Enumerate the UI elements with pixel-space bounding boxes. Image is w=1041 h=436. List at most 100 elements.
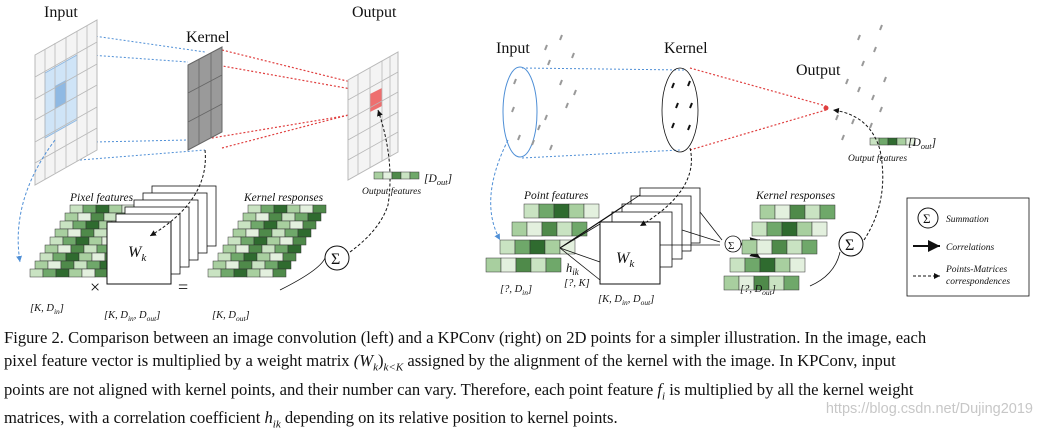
point-features-label: Point features — [523, 190, 589, 202]
right-output-points — [835, 24, 887, 141]
caption-line-2: pixel feature vector is multiplied by a … — [4, 350, 896, 373]
right-kernel-responses-label: Kernel responses — [755, 190, 836, 202]
point-marker — [845, 78, 849, 85]
output-feature-cell — [896, 137, 907, 146]
point-feature-cell — [526, 221, 543, 237]
legend: Σ Summation Correlations Points-Matrices… — [906, 197, 1030, 297]
point-feature-cell — [583, 203, 600, 219]
point-marker — [883, 76, 887, 83]
point-marker — [671, 82, 675, 89]
pixel-feature-cell — [88, 236, 103, 246]
point-marker — [537, 124, 541, 131]
pixel-feature-cell — [49, 236, 64, 246]
output-grid — [347, 51, 399, 181]
response-cell — [217, 252, 232, 262]
point-feature-cell — [571, 221, 588, 237]
response-cell — [781, 221, 798, 237]
output-feature-cell — [887, 137, 898, 146]
pixel-feature-cell — [47, 260, 62, 270]
response-cell — [245, 228, 260, 238]
response-cell — [246, 268, 261, 278]
right-kernel-responses — [723, 204, 836, 291]
caption-line-1: Figure 2. Comparison between an image co… — [4, 328, 927, 347]
response-cell — [294, 212, 309, 222]
point-marker — [511, 106, 515, 113]
input-grid — [34, 19, 98, 186]
pixel-feature-cell — [73, 260, 88, 270]
pixel-feature-cell — [68, 268, 83, 278]
right-sigma-icon: Σ — [845, 237, 854, 254]
left-sigma-icon: Σ — [331, 251, 340, 268]
left-kernel-label: Kernel — [186, 29, 230, 46]
response-cell — [273, 204, 288, 214]
response-cell — [261, 244, 276, 254]
output-feature-cell — [878, 137, 889, 146]
response-cell — [729, 257, 746, 273]
times-sign: × — [90, 277, 100, 297]
response-cell — [263, 220, 278, 230]
left-dout-tag: [Dout] — [424, 173, 452, 187]
response-cell — [220, 268, 235, 278]
point-marker — [835, 114, 839, 121]
response-cell — [801, 239, 818, 255]
right-dim-weights: [K, Din, Dout] — [598, 294, 654, 307]
point-marker — [857, 34, 861, 41]
point-marker — [841, 134, 845, 141]
response-cell — [264, 260, 279, 270]
point-marker — [531, 139, 535, 146]
pixel-feature-cell — [75, 236, 90, 246]
point-marker — [871, 94, 875, 101]
point-feature-cell — [544, 239, 561, 255]
response-cell — [292, 236, 307, 246]
figure-diagram: Input Kernel Output Pixel features Wk × … — [16, 4, 1030, 323]
left-sum-node: Σ — [324, 245, 350, 271]
response-cell — [225, 260, 240, 270]
point-marker — [687, 80, 691, 87]
pixel-feature-cell — [54, 228, 69, 238]
response-cell — [796, 221, 813, 237]
legend-sigma-icon: Σ — [923, 211, 931, 226]
response-cell — [786, 239, 803, 255]
point-feature-cell — [568, 203, 585, 219]
right-mid-sigma-icon: Σ — [728, 240, 734, 252]
pixel-feature-cell — [90, 212, 105, 222]
pixel-feature-cell — [94, 268, 109, 278]
correlation-lines — [559, 194, 723, 281]
output-feature-cell — [409, 171, 420, 180]
point-marker — [549, 144, 553, 151]
response-cell — [250, 220, 265, 230]
response-cell — [307, 212, 322, 222]
response-cell — [276, 220, 291, 230]
pixel-feature-cell — [44, 244, 59, 254]
point-marker — [671, 122, 675, 129]
response-cell — [232, 228, 247, 238]
response-cell — [258, 228, 273, 238]
response-cell — [274, 244, 289, 254]
response-cell — [238, 260, 253, 270]
output-feature-cell — [391, 171, 402, 180]
legend-summation: Summation — [946, 215, 989, 225]
pixel-feature-cell — [86, 260, 101, 270]
response-cell — [242, 212, 257, 222]
left-output-features-bar — [373, 171, 420, 180]
response-cell — [260, 204, 275, 214]
kernel-grid — [187, 46, 223, 151]
response-cell — [741, 239, 758, 255]
output-feature-cell — [905, 137, 916, 146]
response-cell — [804, 204, 821, 220]
point-marker — [559, 79, 563, 86]
point-marker — [869, 122, 873, 129]
point-marker — [873, 46, 877, 53]
response-cell — [279, 236, 294, 246]
pixel-feature-cell — [78, 252, 93, 262]
right-mid-sum-node: Σ — [724, 235, 742, 253]
pixel-feature-cell — [85, 220, 100, 230]
point-feature-cell — [500, 257, 517, 273]
pixel-feature-cell — [77, 212, 92, 222]
point-marker — [689, 102, 693, 109]
response-cell — [281, 212, 296, 222]
point-marker — [879, 106, 883, 113]
point-feature-cell — [538, 203, 555, 219]
hik-label: hik — [566, 261, 580, 277]
point-marker — [573, 89, 577, 96]
